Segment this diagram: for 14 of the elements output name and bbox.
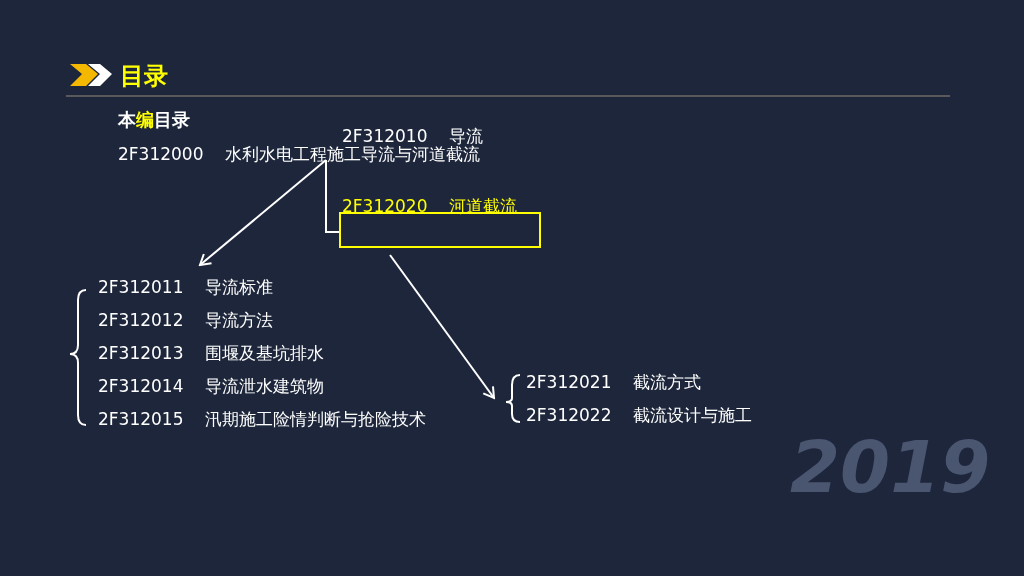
arrow [389,254,495,399]
entry-text: 2F312012 导流方法 [98,309,274,332]
entry-text: 2F312010 导流 [342,125,484,146]
connector-line [325,159,340,233]
entry-text: 2F312013 围堰及基坑排水 [98,342,325,365]
section-heading: 本编目录 [118,108,190,132]
arrow [199,159,327,266]
entry-text: 2F312000 水利水电工程施工导流与河道截流 [118,144,481,166]
entry-text: 2F312022 截流设计与施工 [526,404,753,427]
entry-text: 2F312011 导流标准 [98,276,274,299]
entry-text: 2F312021 截流方式 [526,371,702,394]
entry-text: 2F312014 导流泄水建筑物 [98,375,325,398]
slide-title: 目录 [120,61,168,92]
entry-text: 2F312015 汛期施工险情判断与抢险技术 [98,408,427,431]
